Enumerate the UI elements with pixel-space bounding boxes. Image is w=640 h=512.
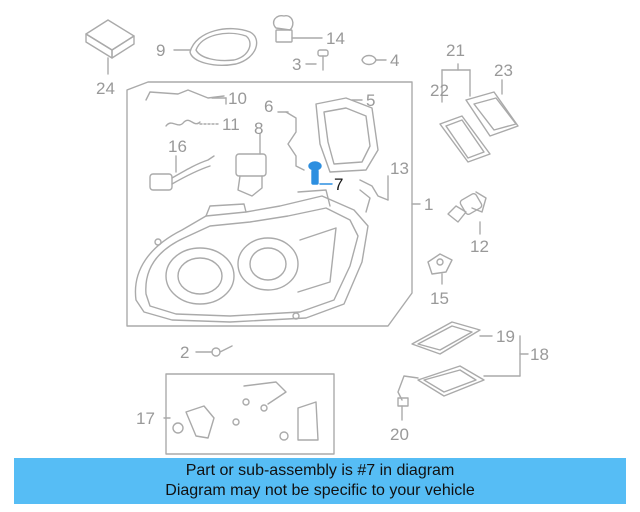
caption-banner: Part or sub-assembly is #7 in diagram Di…	[14, 458, 626, 504]
control-module-part-24	[85, 19, 135, 75]
callout-15: 15	[430, 289, 449, 308]
callout-7: 7	[334, 175, 343, 194]
bulb-part-12	[447, 191, 487, 235]
highlighted-bolt-part-7	[308, 161, 333, 185]
callout-10: 10	[228, 89, 247, 108]
callout-11: 11	[222, 115, 240, 134]
wire-part-11	[165, 119, 219, 127]
callout-4: 4	[390, 51, 399, 70]
callout-8: 8	[254, 119, 263, 138]
lens-panel-part-22	[439, 115, 491, 163]
caption-line-1: Part or sub-assembly is #7 in diagram	[185, 462, 455, 479]
gasket-ring-part-9	[173, 28, 258, 66]
callout-6: 6	[264, 97, 273, 116]
callout-23: 23	[494, 61, 513, 80]
callout-21: 21	[446, 41, 465, 60]
mounting-kit-part-17	[163, 381, 319, 441]
headlamp-body	[134, 189, 369, 323]
callout-9: 9	[156, 41, 165, 60]
bracket-kit-part-19	[411, 321, 493, 355]
wire-harness-part-10	[145, 89, 227, 105]
socket-part-8	[235, 133, 267, 197]
caption-line-2: Diagram may not be specific to your vehi…	[165, 482, 475, 499]
bolt-part-2	[195, 345, 233, 357]
ballast-unit-part-23	[465, 79, 519, 137]
callout-16: 16	[168, 137, 187, 156]
parts-diagram: 1 2 3 4 5 6 7 8 9 10 11 12 13 14 15 16 1…	[85, 14, 549, 455]
callout-13: 13	[390, 159, 409, 178]
callout-2: 2	[180, 343, 189, 362]
leader-bracket-part-21	[441, 63, 471, 103]
callout-24: 24	[96, 79, 115, 98]
callout-17: 17	[136, 409, 155, 428]
leader-bracket-part-18	[519, 335, 529, 377]
callout-18: 18	[530, 345, 549, 364]
callout-14: 14	[326, 29, 345, 48]
callout-19: 19	[496, 327, 515, 346]
callout-labels: 1 2 3 4 5 6 7 8 9 10 11 12 13 14 15 16 1…	[96, 29, 549, 444]
callout-5: 5	[366, 91, 375, 110]
socket-part-15	[427, 253, 453, 285]
clip-part-4	[361, 54, 387, 66]
mounting-kit-frame	[165, 373, 335, 455]
ballast-cable-part-20	[397, 365, 521, 421]
headlamp-assembly-frame	[126, 81, 413, 327]
bracket-part-6	[277, 111, 305, 171]
bulb-part-14	[272, 14, 323, 43]
screw-part-3	[305, 49, 329, 71]
callout-12: 12	[470, 237, 489, 256]
callout-3: 3	[292, 55, 301, 74]
callout-20: 20	[390, 425, 409, 444]
bulb-harness-part-16	[149, 155, 215, 191]
wire-bracket-part-13	[359, 175, 389, 213]
callout-1: 1	[424, 195, 433, 214]
housing-cover-part-5	[315, 97, 379, 173]
callout-22: 22	[430, 81, 449, 100]
